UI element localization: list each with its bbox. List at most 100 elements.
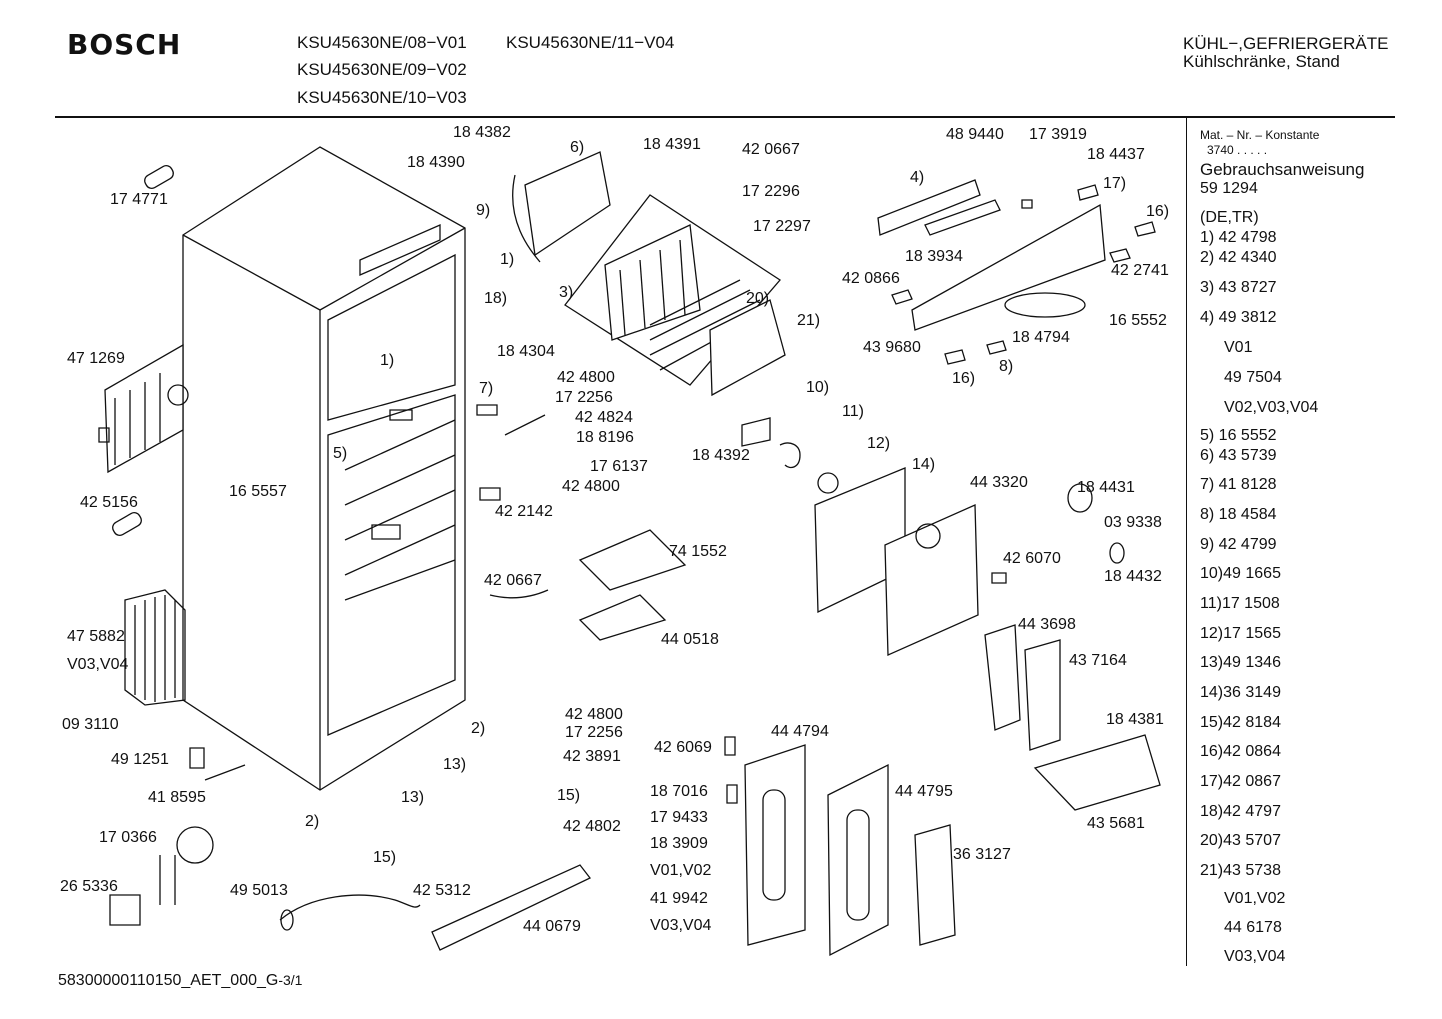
part-label: 18 4392 — [692, 447, 750, 464]
part-label: 09 3110 — [62, 716, 119, 733]
part-label: 17 2256 — [555, 389, 613, 406]
part-label: 42 0667 — [742, 141, 800, 158]
part-label: 15) — [557, 787, 581, 804]
inner-panels-drawing — [815, 468, 1124, 655]
evaporator-drawing — [565, 195, 780, 385]
part-label: 44 3320 — [970, 474, 1028, 491]
part-label: 42 5156 — [80, 494, 138, 511]
parts-list-item: 14)36 3149 — [1200, 684, 1281, 701]
parts-list-item: 18)42 4797 — [1200, 803, 1281, 820]
part-label: 41 9942 — [650, 890, 708, 907]
part-label: V01,V02 — [650, 862, 712, 879]
parts-list-item: 44 6178 — [1224, 919, 1282, 936]
parts-list-item: 2) 42 4340 — [1200, 249, 1277, 266]
part-label: 1) — [380, 352, 395, 369]
part-label: 11) — [842, 403, 864, 420]
part-label: 16) — [952, 370, 976, 387]
cover-drawing — [513, 152, 785, 395]
part-label: 42 0866 — [842, 270, 900, 287]
parts-list-item: 9) 42 4799 — [1200, 536, 1277, 553]
category-title: KÜHL−,GEFRIERGERÄTE — [1183, 34, 1389, 53]
parts-list-item: 21)43 5738 — [1200, 862, 1281, 879]
part-label: 17 4771 — [110, 191, 168, 208]
part-label: 18 8196 — [576, 429, 634, 446]
manual-label: Gebrauchsanweisung — [1200, 160, 1365, 179]
parts-list-item: 20)43 5707 — [1200, 832, 1281, 849]
parts-list-item: 17)42 0867 — [1200, 773, 1281, 790]
parts-list-item: 12)17 1565 — [1200, 625, 1281, 642]
language-code: (DE,TR) — [1200, 209, 1259, 226]
part-label: 18 4432 — [1104, 568, 1162, 585]
part-label: 44 3698 — [1018, 616, 1076, 633]
misc-parts-drawing — [110, 163, 838, 930]
part-label: 18 4391 — [643, 136, 701, 153]
part-label: V03,V04 — [650, 917, 712, 934]
parts-list-item: 4) 49 3812 — [1200, 309, 1277, 326]
model-number: KSU45630NE/11−V04 — [506, 33, 675, 52]
parts-list-item: 3) 43 8727 — [1200, 279, 1277, 296]
constant-title: Mat. – Nr. – Konstante — [1200, 128, 1320, 142]
part-label: 5) — [333, 445, 348, 462]
part-label: 16 5552 — [1109, 312, 1167, 329]
part-label: 42 2741 — [1111, 262, 1169, 279]
part-label: 43 5681 — [1087, 815, 1145, 832]
part-label: 74 1552 — [669, 543, 727, 560]
part-label: 43 9680 — [863, 339, 921, 356]
parts-list-item: 49 7504 — [1224, 369, 1282, 386]
part-label: 16 5557 — [229, 483, 287, 500]
part-label: 18 3934 — [905, 248, 963, 265]
part-label: 21) — [797, 312, 821, 329]
part-label: 13) — [401, 789, 425, 806]
part-label: 42 6070 — [1003, 550, 1061, 567]
part-label: 16) — [1146, 203, 1170, 220]
part-label: 44 0679 — [523, 918, 581, 935]
parts-list-item: 7) 41 8128 — [1200, 476, 1277, 493]
part-label: 8) — [999, 358, 1014, 375]
part-label: 17 2296 — [742, 183, 800, 200]
part-label: 18 4390 — [407, 154, 465, 171]
part-label: 18 4431 — [1077, 479, 1135, 496]
part-label: 42 3891 — [563, 748, 621, 765]
parts-list-item: 6) 43 5739 — [1200, 447, 1277, 464]
part-label: 17 6137 — [590, 458, 648, 475]
part-label: 3) — [559, 284, 574, 301]
parts-list-item: V01 — [1224, 339, 1253, 356]
part-label: 42 4802 — [563, 818, 621, 835]
part-label: 17 2297 — [753, 218, 811, 235]
part-label: 18 3909 — [650, 835, 708, 852]
part-label: 47 5882 — [67, 628, 125, 645]
part-label: 14) — [912, 456, 936, 473]
part-label: 2) — [305, 813, 320, 830]
part-label: 36 3127 — [953, 846, 1011, 863]
part-label: 17 2256 — [565, 724, 623, 741]
parts-list-item: 1) 42 4798 — [1200, 229, 1277, 246]
part-label: 18 4382 — [453, 124, 511, 141]
part-label: 43 7164 — [1069, 652, 1127, 669]
part-label: 15) — [373, 849, 397, 866]
condenser-drawing — [125, 590, 185, 705]
part-label: 42 4800 — [565, 706, 623, 723]
parts-list-item: V03,V04 — [1224, 948, 1286, 965]
part-label: 17 0366 — [99, 829, 157, 846]
model-number: KSU45630NE/09−V02 — [297, 60, 467, 79]
part-label: 42 0667 — [484, 572, 542, 589]
part-label: 18 4437 — [1087, 146, 1145, 163]
parts-list-item: 10)49 1665 — [1200, 565, 1281, 582]
part-label: 26 5336 — [60, 878, 118, 895]
parts-list-item: 5) 16 5552 — [1200, 427, 1277, 444]
part-label: 44 4794 — [771, 723, 829, 740]
part-label: 42 2142 — [495, 503, 553, 520]
parts-list-item: 16)42 0864 — [1200, 743, 1281, 760]
parts-list-item: 15)42 8184 — [1200, 714, 1281, 731]
parts-list-item: 11)17 1508 — [1200, 595, 1280, 612]
part-label: 42 6069 — [654, 739, 712, 756]
cabinet-drawing — [183, 147, 465, 790]
parts-list-item: 13)49 1346 — [1200, 654, 1281, 671]
manual-number: 59 1294 — [1200, 180, 1258, 197]
part-label: 47 1269 — [67, 350, 125, 367]
part-label: 18 7016 — [650, 783, 708, 800]
category-subtitle: Kühlschränke, Stand — [1183, 52, 1340, 71]
part-label: 1) — [500, 251, 515, 268]
parts-list-item: V01,V02 — [1224, 890, 1286, 907]
